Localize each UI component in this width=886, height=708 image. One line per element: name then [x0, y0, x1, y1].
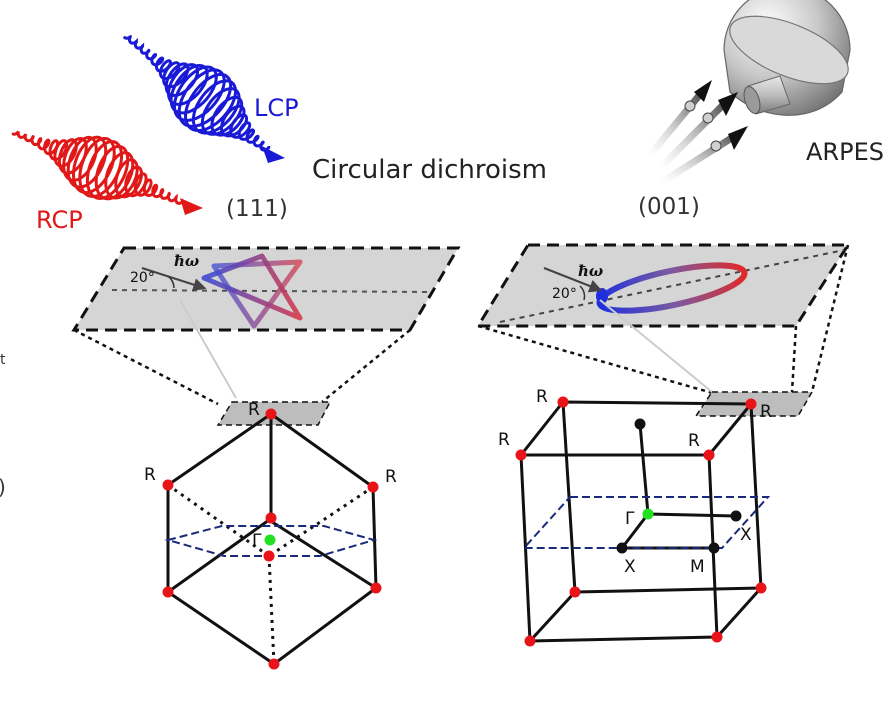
incidence-angle-label-111: 20°: [130, 270, 155, 286]
circular-dichroism-title: Circular dichroism: [312, 155, 547, 185]
point-X-front-001: [616, 542, 628, 554]
label-gamma-001: Γ: [625, 509, 635, 529]
edge-fragment-t: t: [0, 352, 6, 368]
bz-111-points: [162, 408, 382, 670]
arpes-analyzer-icon: [723, 0, 851, 116]
label-M-001: M: [690, 557, 705, 577]
point-R-center-lower-111: [263, 550, 275, 562]
point-R-right-111: [367, 481, 379, 493]
point-R-top-111: [265, 408, 277, 420]
photoelectron-beams: [646, 80, 748, 186]
label-R-001-4: R: [688, 431, 700, 451]
arpes-label: ARPES: [806, 138, 884, 166]
label-R-001-2: R: [760, 402, 772, 422]
plane-111: ħω 20°: [71, 246, 461, 332]
projection-lines-001: [477, 244, 850, 396]
label-R-001-1: R: [536, 387, 548, 407]
photon-energy-label-001: ħω: [578, 262, 603, 280]
label-R-001-3: R: [498, 430, 510, 450]
lcp-pulse: [123, 35, 285, 163]
label-gamma-111: Γ: [252, 531, 262, 551]
label-R-top-111: R: [248, 400, 260, 420]
lcp-label: LCP: [254, 94, 299, 122]
incidence-angle-label-001: 20°: [552, 286, 577, 302]
point-R-001-1: [557, 396, 569, 408]
rcp-pulse: [11, 130, 203, 215]
point-gamma-001: [642, 508, 654, 520]
edge-fragment-paren: ): [0, 475, 6, 499]
label-R-left-111: R: [144, 465, 156, 485]
plane-001-label: (001): [638, 194, 700, 220]
point-R-left-111: [162, 479, 174, 491]
bz-001: [519, 400, 771, 643]
point-gamma-111: [264, 534, 276, 546]
point-R-001-3: [515, 449, 527, 461]
rcp-arrowhead-icon: [180, 198, 203, 215]
point-R-001-4: [703, 449, 715, 461]
photon-energy-label-111: ħω: [174, 252, 199, 270]
label-X-right-001: X: [740, 525, 752, 545]
point-R-center-upper-111: [265, 512, 277, 524]
bz-001-points: [515, 396, 767, 647]
plane-001: ħω 20°: [475, 243, 851, 328]
plane-111-label: (111): [226, 196, 288, 222]
projection-lines-111: [73, 299, 411, 406]
point-R-bottom-right-111: [370, 582, 382, 594]
label-R-right-111: R: [385, 467, 397, 487]
point-R-001-2: [745, 398, 757, 410]
point-R-001-8: [711, 631, 723, 643]
label-X-front-001: X: [624, 557, 636, 577]
rcp-label: RCP: [36, 206, 83, 234]
point-top-001: [634, 418, 646, 430]
point-R-bottom-111: [268, 658, 280, 670]
point-R-001-7: [524, 635, 536, 647]
point-M-001: [708, 542, 720, 554]
point-R-001-6: [755, 582, 767, 594]
point-R-001-5: [569, 586, 581, 598]
point-X-right-001: [730, 510, 742, 522]
lcp-arrowhead-icon: [262, 146, 285, 163]
point-R-bottom-left-111: [162, 586, 174, 598]
